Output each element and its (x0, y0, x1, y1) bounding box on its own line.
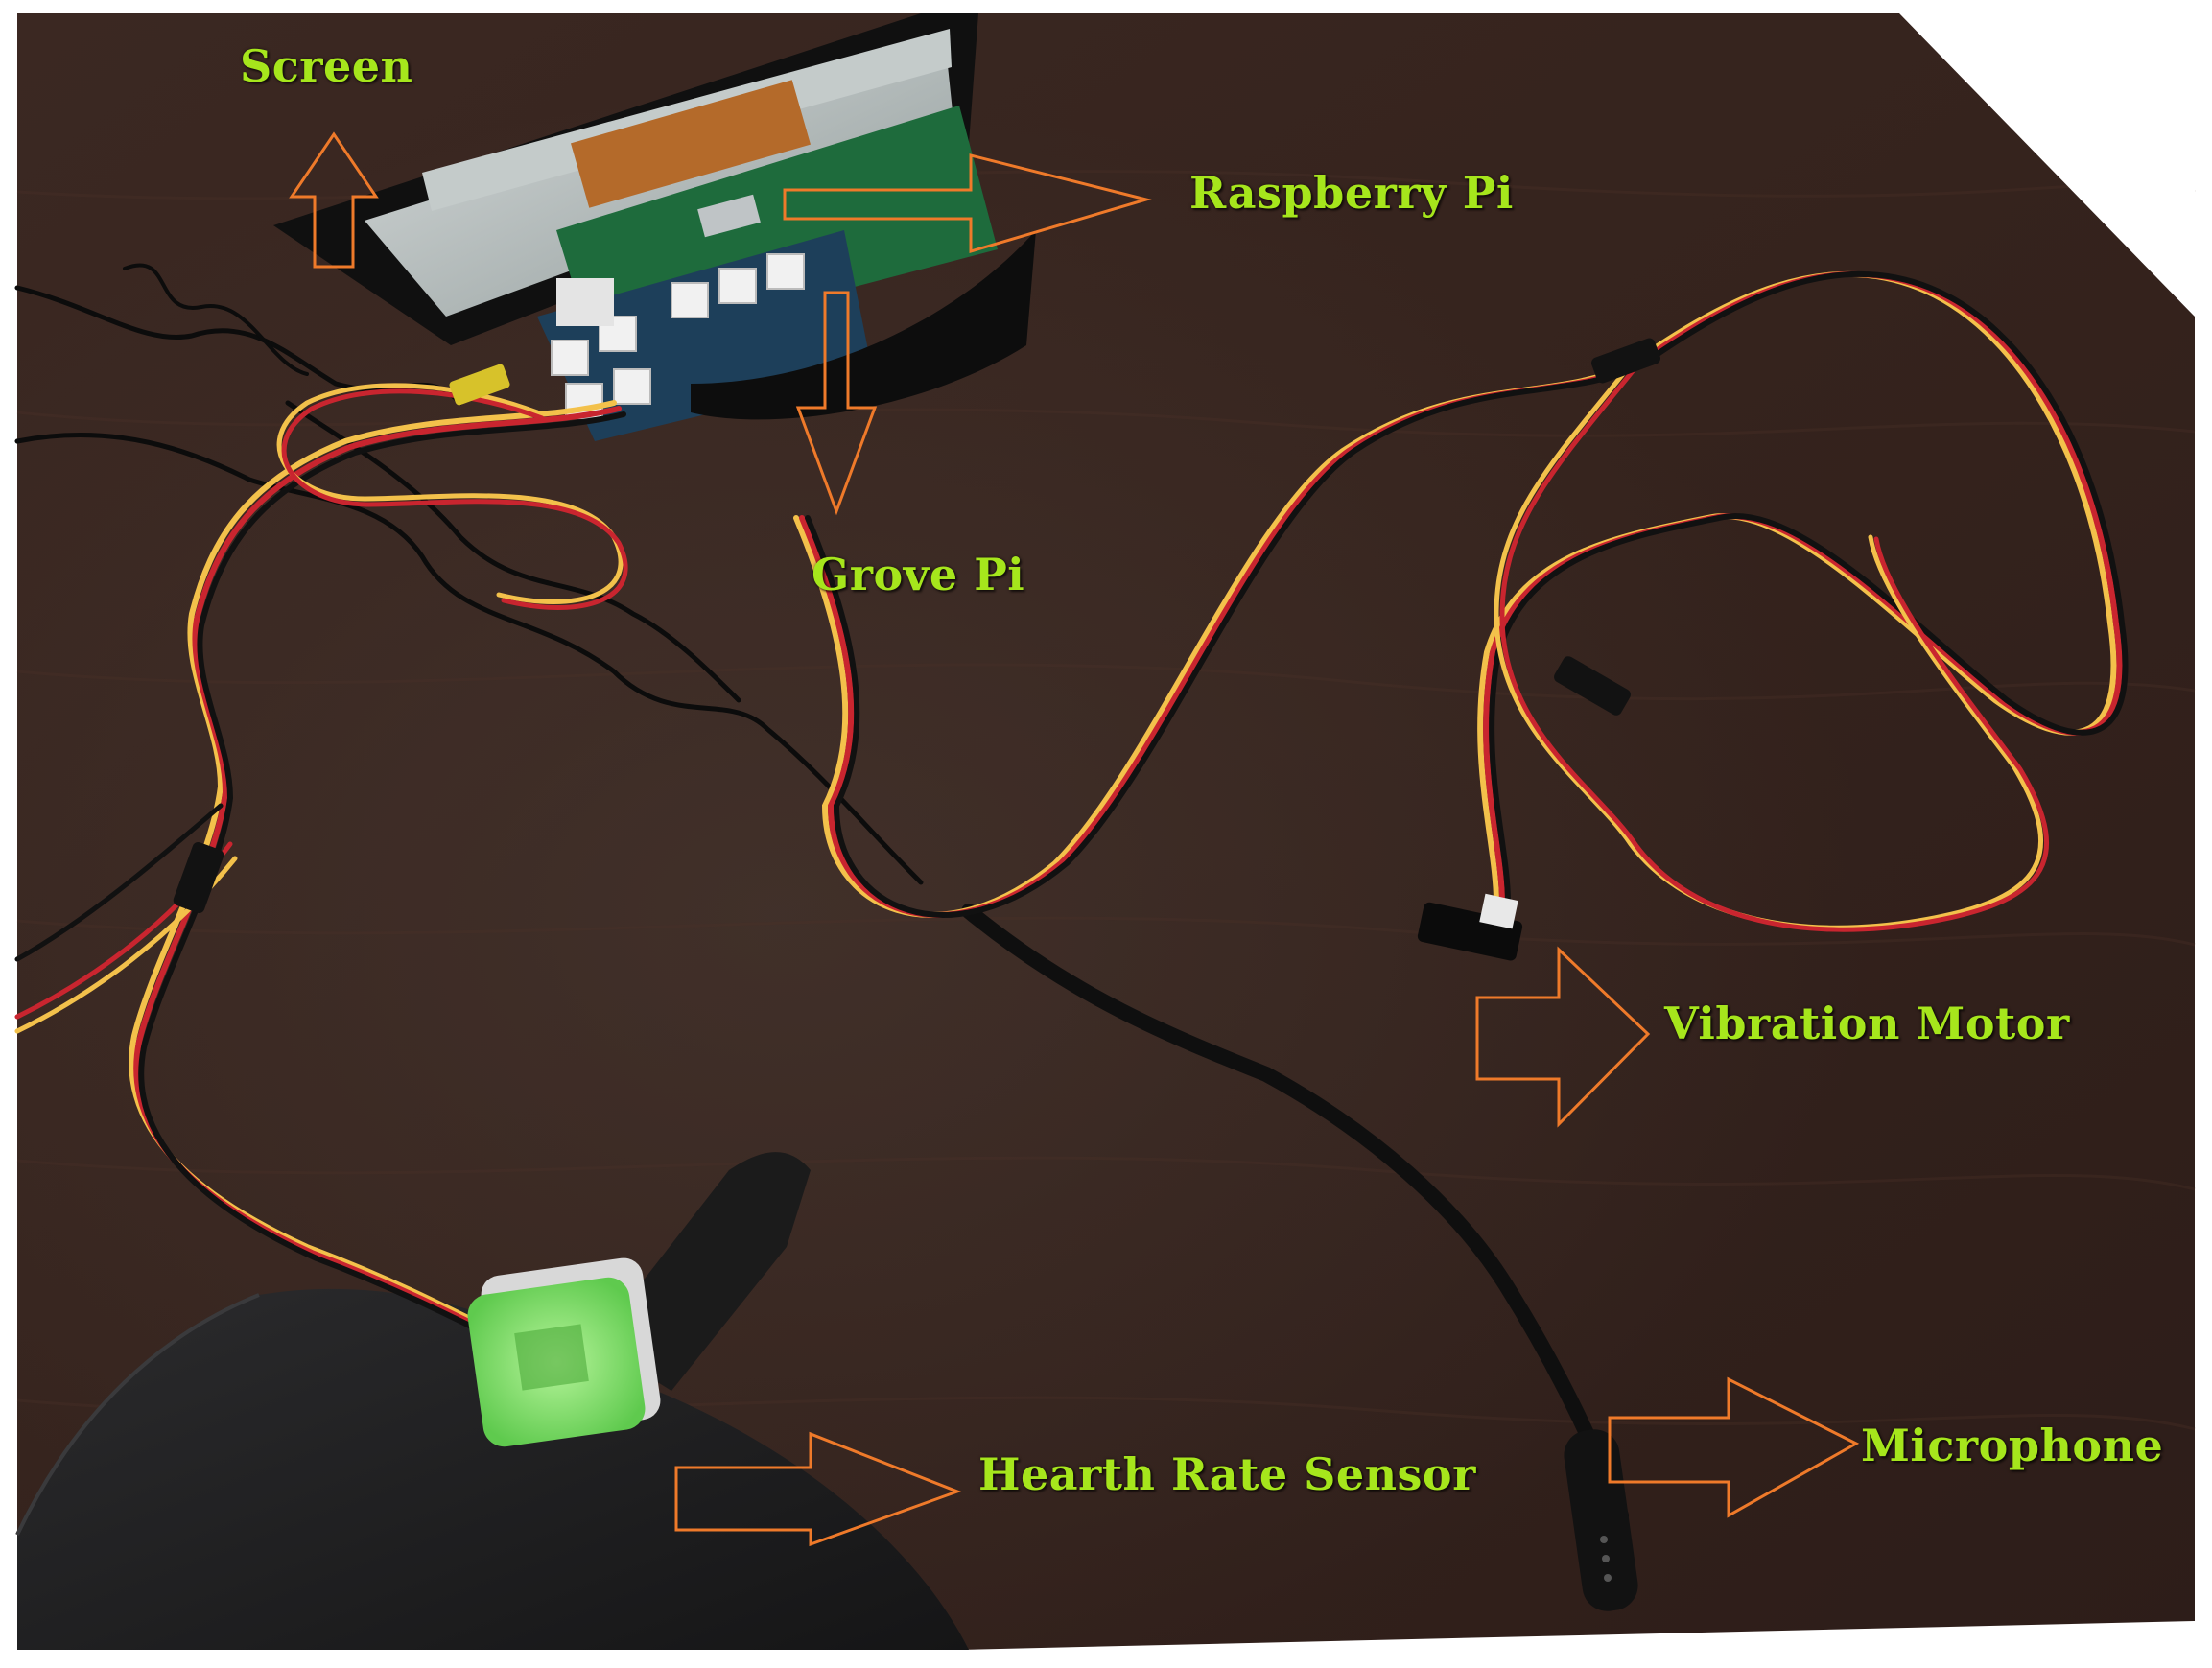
label-raspberry-pi: Raspberry Pi (1189, 167, 1514, 219)
raspberry-pi-arrow (783, 153, 1152, 254)
vibration-motor-device (1417, 893, 1523, 961)
screen-arrow (289, 131, 379, 269)
label-heart-rate-sensor: Hearth Rate Sensor (978, 1448, 1476, 1500)
microphone-arrow (1608, 1376, 1860, 1518)
heart-rate-arrow (674, 1431, 962, 1547)
heart-rate-sensor-device (467, 1152, 811, 1447)
cables (14, 263, 2129, 1523)
label-microphone: Microphone (1861, 1420, 2164, 1471)
label-grove-pi: Grove Pi (812, 549, 1025, 600)
cable-connectors (173, 338, 1660, 914)
label-screen: Screen (240, 40, 413, 92)
black-pad (15, 1288, 969, 1650)
screen-device (273, 13, 1036, 441)
vibration-motor-arrow (1475, 946, 1651, 1128)
label-vibration-motor: Vibration Motor (1664, 998, 2070, 1049)
annotation-arrows (289, 131, 1860, 1547)
grove-pi-arrow (795, 291, 878, 516)
microphone-device (1564, 1429, 1638, 1611)
